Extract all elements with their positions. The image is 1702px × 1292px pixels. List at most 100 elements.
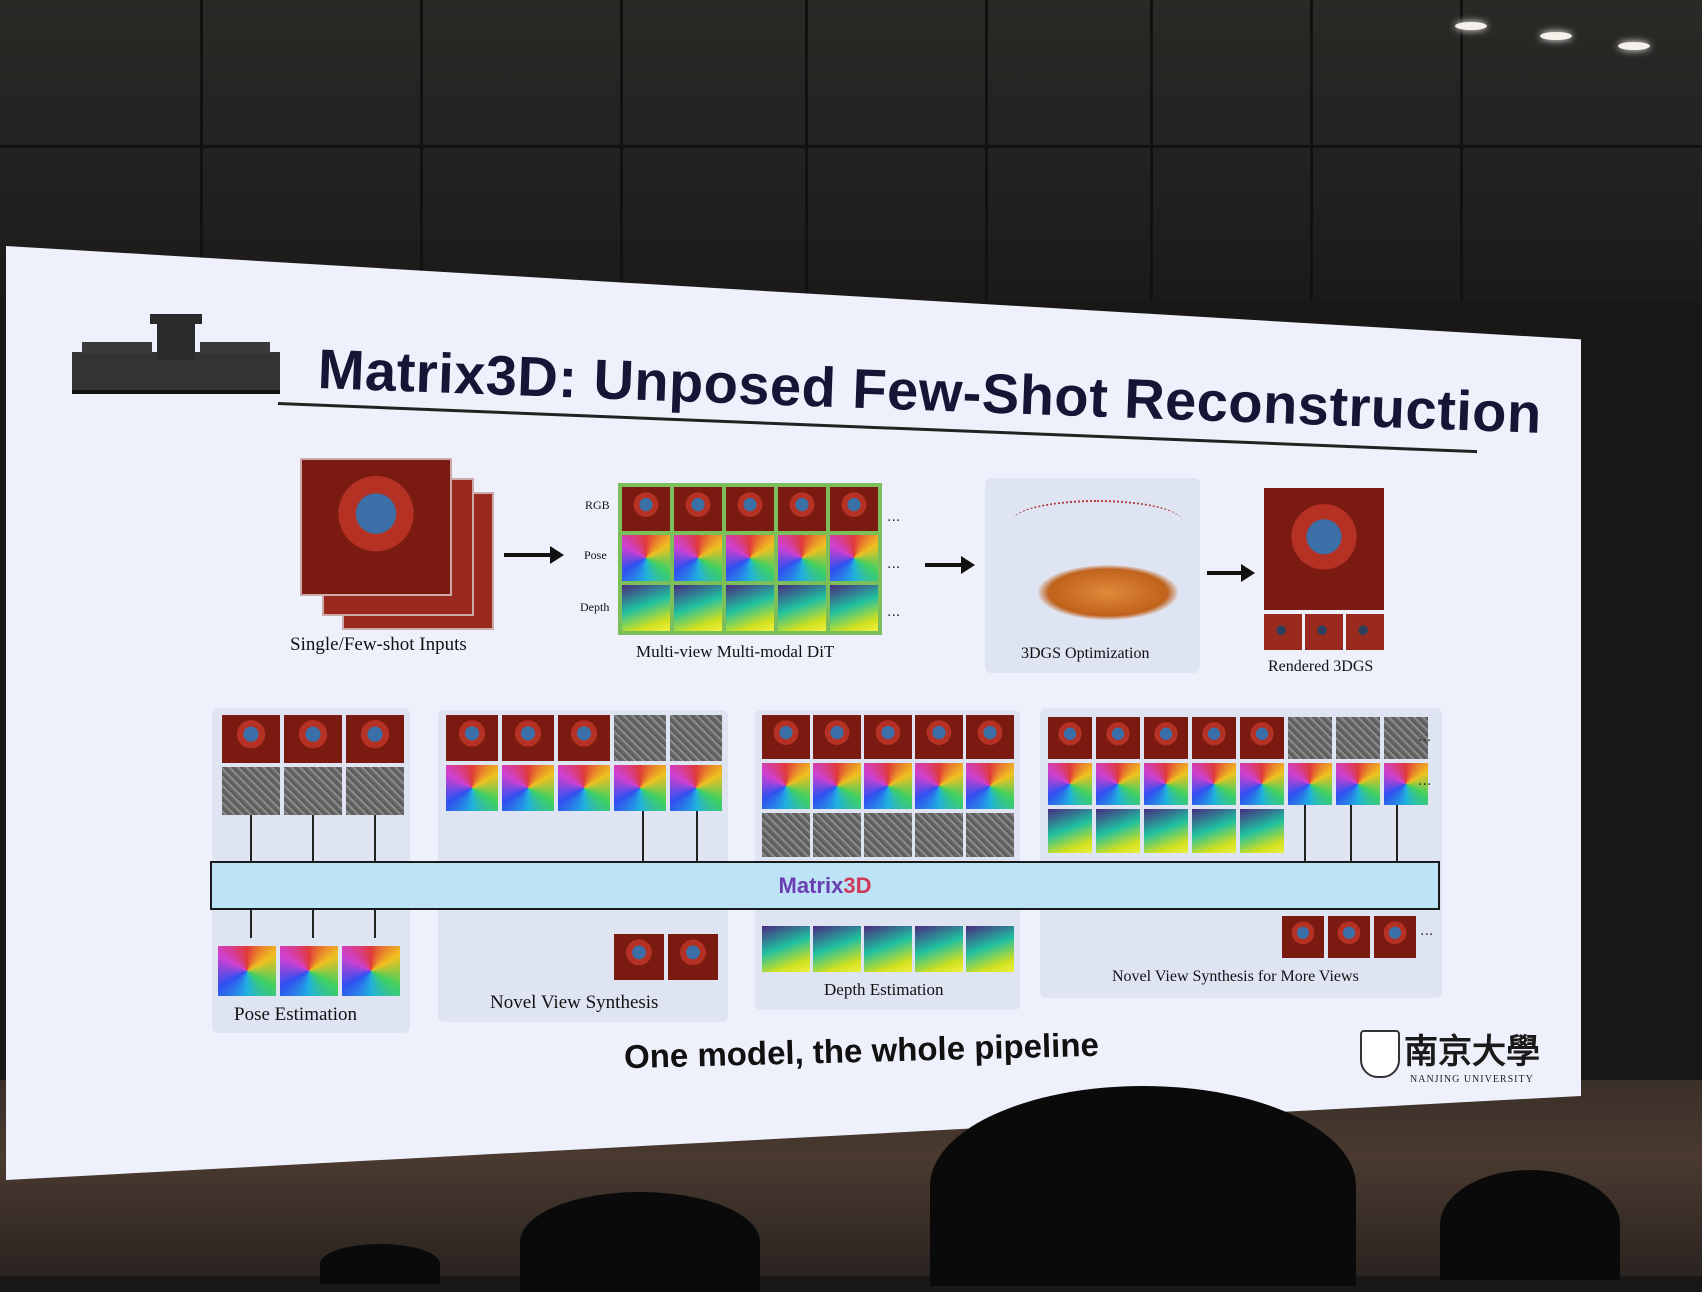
matrix3d-bar: Matrix3D: [210, 861, 1440, 910]
task-pose-cell: [614, 765, 666, 811]
task-depth-cell: [1144, 809, 1188, 853]
task-rgb-cell: [1144, 717, 1188, 759]
connector: [374, 908, 376, 938]
dit-pose-cell: [726, 535, 774, 581]
render-label: Rendered 3DGS: [1268, 658, 1374, 675]
rendered-image: [1264, 488, 1384, 610]
task-noise-cell: [222, 767, 280, 815]
task-noise-cell: [1288, 717, 1332, 759]
depth-label: Depth Estimation: [824, 980, 944, 999]
task-noise-cell: [762, 813, 810, 857]
arrow-icon: [1207, 564, 1255, 582]
wall-seam: [200, 0, 203, 300]
connector: [250, 815, 252, 861]
nvs-label: Novel View Synthesis: [490, 992, 659, 1013]
connector: [312, 908, 314, 938]
input-image-front: [300, 458, 452, 596]
point-cloud: [1038, 565, 1178, 620]
ellipsis: ...: [1418, 728, 1432, 745]
task-pose-cell: [1336, 763, 1380, 805]
connector: [374, 815, 376, 861]
task-pose-cell: [1048, 763, 1092, 805]
output-depth-cell: [915, 926, 963, 972]
task-pose-cell: [915, 763, 963, 809]
ellipsis: ...: [887, 555, 901, 572]
task-noise-cell: [1384, 717, 1428, 759]
task-pose-cell: [670, 765, 722, 811]
connector: [1396, 805, 1398, 861]
task-rgb-cell: [813, 715, 861, 759]
row-label-pose: Pose: [584, 548, 607, 562]
rendered-thumb: [1264, 614, 1302, 650]
task-noise-cell: [346, 767, 404, 815]
output-rgb-cell: [1374, 916, 1416, 958]
audience-head: [1440, 1170, 1620, 1280]
task-rgb-cell: [1048, 717, 1092, 759]
output-depth-cell: [864, 926, 912, 972]
output-rgb-cell: [1328, 916, 1370, 958]
task-depth-cell: [1048, 809, 1092, 853]
ceiling-light-icon: [1455, 22, 1487, 30]
task-noise-cell: [915, 813, 963, 857]
rendered-thumb: [1346, 614, 1384, 650]
dit-pose-cell: [778, 535, 826, 581]
connector: [1350, 805, 1352, 861]
task-noise-cell: [864, 813, 912, 857]
wall-seam: [620, 0, 623, 300]
row-label-rgb: RGB: [585, 498, 610, 512]
output-rgb-cell: [1282, 916, 1324, 958]
wall-seam: [0, 145, 1702, 148]
output-rgb-cell: [668, 934, 718, 980]
dit-depth-cell: [622, 585, 670, 631]
dit-depth-cell: [778, 585, 826, 631]
dit-rgb-cell: [830, 487, 878, 531]
task-pose-cell: [502, 765, 554, 811]
camera-ring: [1012, 500, 1182, 542]
wall-seam: [1150, 0, 1153, 300]
task-noise-cell: [813, 813, 861, 857]
task-depth-cell: [1240, 809, 1284, 853]
dit-depth-cell: [726, 585, 774, 631]
ceiling-wall: [0, 0, 1702, 300]
task-depth-cell: [1192, 809, 1236, 853]
task-pose-cell: [864, 763, 912, 809]
output-depth-cell: [966, 926, 1014, 972]
university-name-en: NANJING UNIVERSITY: [1410, 1074, 1534, 1085]
task-pose-cell: [966, 763, 1014, 809]
ellipsis: ...: [887, 603, 901, 620]
connector: [642, 811, 644, 861]
task-pose-cell: [1288, 763, 1332, 805]
wall-seam: [1310, 0, 1313, 300]
ceiling-light-icon: [1618, 42, 1650, 50]
task-pose-cell: [1192, 763, 1236, 805]
task-pose-cell: [446, 765, 498, 811]
building-icon: [72, 314, 280, 394]
task-pose-cell: [813, 763, 861, 809]
output-pose-cell: [218, 946, 276, 996]
connector: [250, 908, 252, 938]
rendered-thumb: [1305, 614, 1343, 650]
task-rgb-cell: [966, 715, 1014, 759]
task-noise-cell: [284, 767, 342, 815]
task-rgb-cell: [1192, 717, 1236, 759]
dit-depth-cell: [830, 585, 878, 631]
connector: [1304, 805, 1306, 861]
wall-seam: [985, 0, 988, 300]
dit-rgb-cell: [778, 487, 826, 531]
task-rgb-cell: [222, 715, 280, 763]
row-label-depth: Depth: [580, 600, 610, 614]
dit-pose-cell: [674, 535, 722, 581]
pose-estimation-label: Pose Estimation: [234, 1004, 357, 1025]
ellipsis: ...: [887, 508, 901, 525]
wall-seam: [1460, 0, 1463, 300]
connector: [312, 815, 314, 861]
ceiling-light-icon: [1540, 32, 1572, 40]
task-rgb-cell: [1240, 717, 1284, 759]
arrow-icon: [925, 556, 975, 574]
output-pose-cell: [280, 946, 338, 996]
output-pose-cell: [342, 946, 400, 996]
task-noise-cell: [614, 715, 666, 761]
nvs-more-label: Novel View Synthesis for More Views: [1112, 968, 1359, 985]
inputs-label: Single/Few-shot Inputs: [290, 634, 467, 655]
task-pose-cell: [762, 763, 810, 809]
